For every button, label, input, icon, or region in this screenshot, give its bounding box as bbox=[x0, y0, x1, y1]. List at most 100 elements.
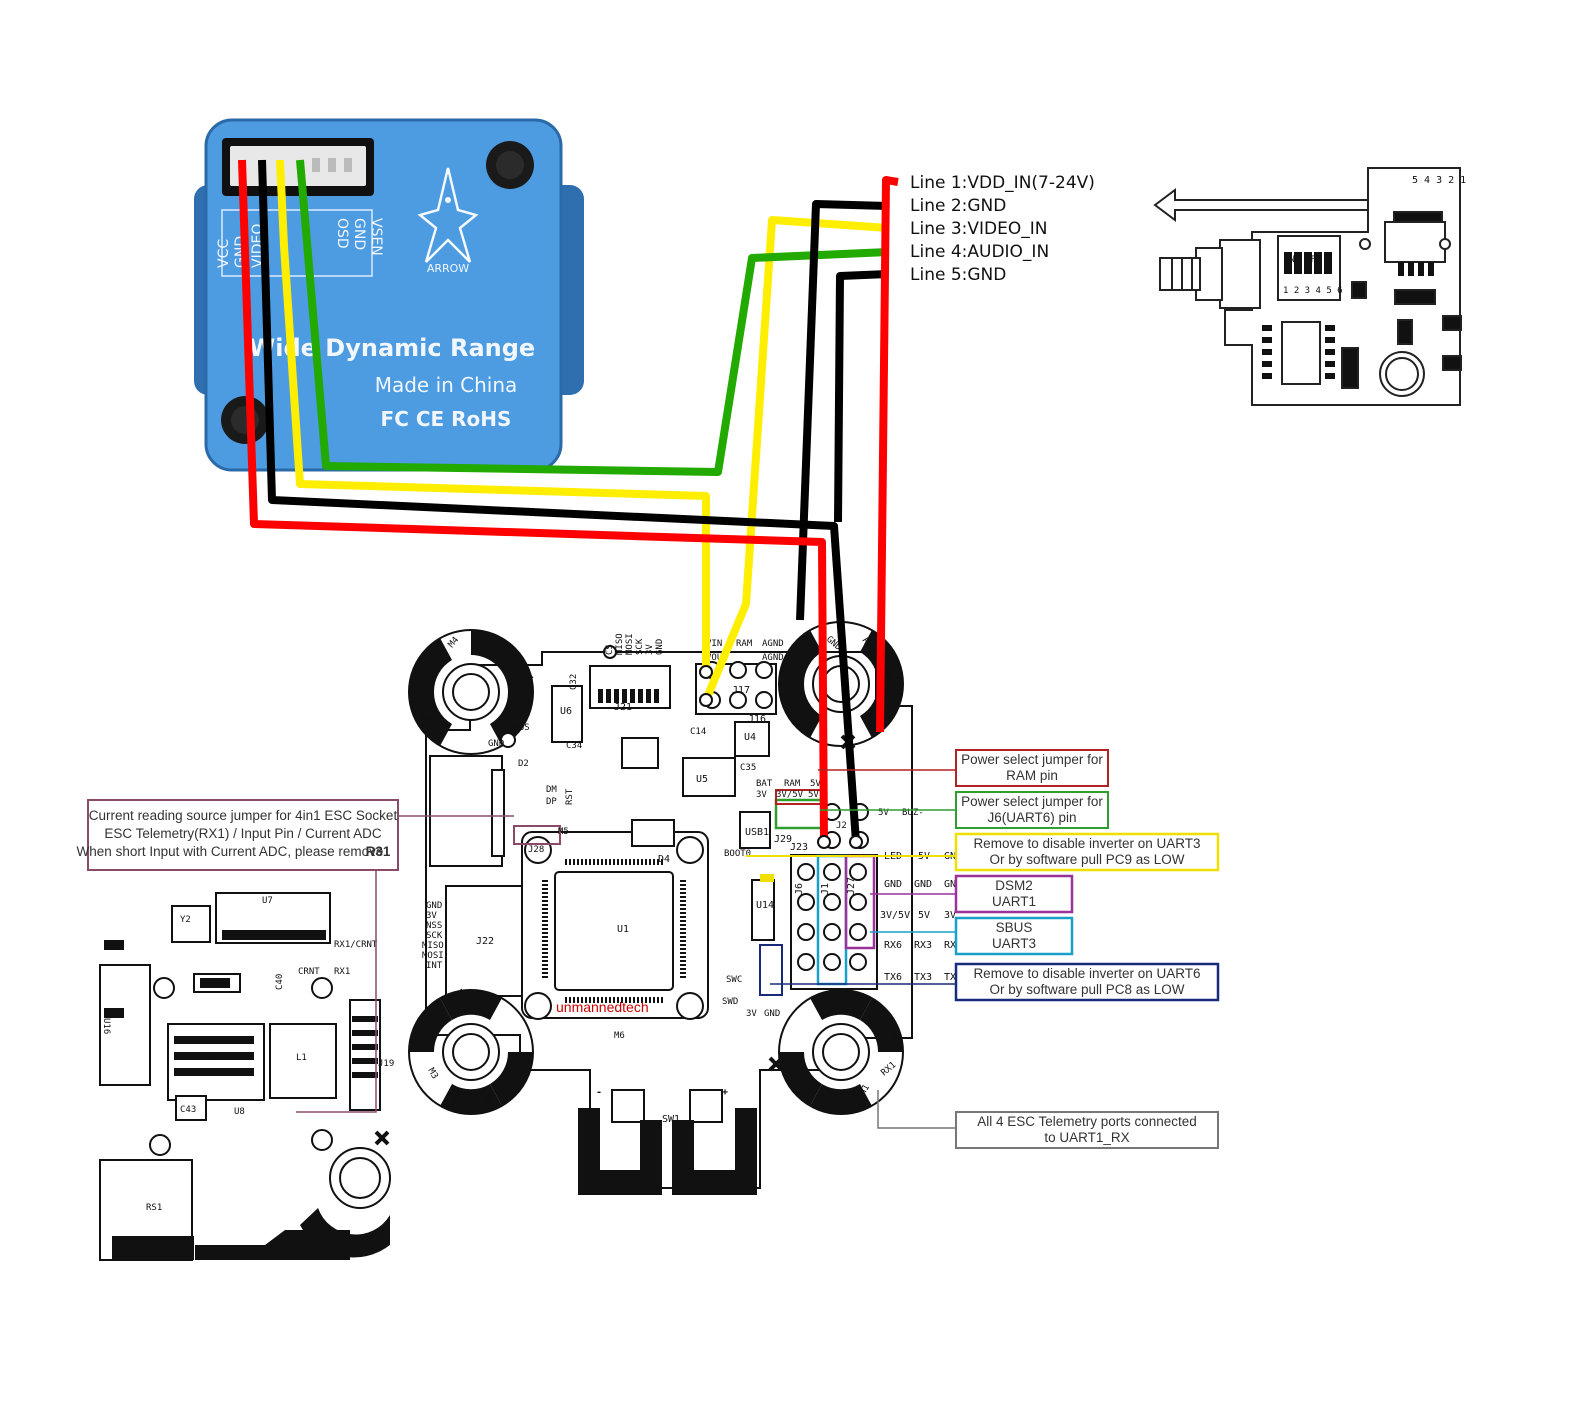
dip-numbers: 1 2 3 4 5 6 bbox=[1283, 286, 1343, 296]
label-3v-sw: 3V bbox=[746, 1009, 757, 1019]
mcu-u1 bbox=[554, 871, 674, 991]
usb-connector bbox=[429, 755, 503, 867]
note-sbus-line2: UART3 bbox=[992, 936, 1036, 951]
label-d2: D2 bbox=[518, 759, 529, 769]
label-m3: M3 bbox=[425, 1067, 439, 1081]
wire-label-1: Line 1:VDD_IN(7-24V) bbox=[910, 173, 1095, 193]
label-j17: J17 bbox=[732, 685, 750, 696]
note-esc-line2: to UART1_RX bbox=[1044, 1130, 1129, 1145]
label-side-sck: SCK bbox=[426, 931, 443, 941]
note-uart3-line1: Remove to disable inverter on UART3 bbox=[973, 836, 1200, 851]
label-gnd-r2b: GND bbox=[914, 879, 932, 890]
note-uart3-inverter: Remove to disable inverter on UART3 Or b… bbox=[954, 832, 1220, 872]
label-tx3: TX3 bbox=[914, 972, 932, 983]
label-gnd-r2c: GND bbox=[944, 879, 962, 890]
note-j6-line1: Power select jumper for bbox=[961, 794, 1103, 809]
label-m1-rx1: RX1 bbox=[880, 1060, 899, 1078]
inset-label-u16: U16 bbox=[101, 1018, 111, 1034]
label-u14: U14 bbox=[756, 900, 774, 911]
dip-on-label: ON bbox=[1284, 255, 1295, 265]
label-5v-p: 5V bbox=[810, 779, 821, 789]
label-vout: VOUT bbox=[706, 653, 728, 663]
pin-label-vcc: VCC bbox=[216, 239, 232, 268]
label-tx6: TX6 bbox=[884, 972, 902, 983]
audio-board-pin-rows bbox=[1262, 252, 1434, 379]
label-u1: U1 bbox=[617, 924, 629, 935]
label-m1: M1 bbox=[858, 1083, 872, 1097]
battery-plus: + bbox=[722, 1087, 728, 1098]
label-miso: MISO bbox=[615, 633, 625, 655]
label-u5: U5 bbox=[696, 774, 708, 785]
watermark: unmannedtech bbox=[556, 999, 649, 1015]
callout-lines bbox=[296, 769, 956, 1129]
label-side-int: INT bbox=[426, 961, 443, 971]
label-rst: RST bbox=[565, 788, 575, 805]
dip-off-label: OFF bbox=[1305, 255, 1321, 265]
label-buz: BUZ- bbox=[902, 808, 924, 818]
label-ram-p: RAM bbox=[784, 779, 801, 789]
label-side-gnd: GND bbox=[426, 901, 442, 911]
label-3v-r3: 3V bbox=[944, 910, 956, 921]
label-5v-r3: 5V bbox=[918, 910, 930, 921]
inset-label-d8: D8 bbox=[220, 981, 231, 991]
label-j2: J2 bbox=[836, 821, 847, 831]
label-ram: RAM bbox=[736, 639, 753, 649]
label-cs: CS bbox=[605, 644, 615, 655]
rca-jack-icon bbox=[1159, 257, 1201, 291]
inset-label-rs1: RS1 bbox=[146, 1203, 162, 1213]
label-rx3: RX3 bbox=[914, 940, 932, 951]
inset-label-l1: L1 bbox=[296, 1053, 307, 1063]
inset-label-rx1crnt: RX1/CRNT bbox=[334, 940, 378, 950]
arrow-left-icon bbox=[1153, 188, 1369, 222]
label-sw1: USB1 bbox=[745, 827, 769, 838]
inset-label-u8: U8 bbox=[234, 1107, 245, 1117]
note-esc-telemetry: All 4 ESC Telemetry ports connected to U… bbox=[955, 1111, 1219, 1149]
label-j16: J16 bbox=[748, 714, 766, 725]
label-3v5v-p: 3V/5V bbox=[776, 790, 804, 800]
note-current-line1: Current reading source jumper for 4in1 E… bbox=[89, 808, 398, 823]
label-j23: J23 bbox=[790, 842, 808, 853]
label-5v-p2: 5V bbox=[808, 790, 819, 800]
label-d4: SW1 bbox=[662, 1114, 680, 1125]
inset-label-j19: J19 bbox=[378, 1059, 394, 1069]
camera-brand: ARROW bbox=[427, 262, 469, 275]
label-side-miso: MISO bbox=[422, 941, 444, 951]
switch-numbers: 5 4 3 2 1 bbox=[1412, 175, 1466, 186]
note-uart6-line1: Remove to disable inverter on UART6 bbox=[973, 966, 1200, 981]
label-rx6: RX6 bbox=[884, 940, 902, 951]
arrow-logo-icon bbox=[417, 167, 479, 263]
j28-outline bbox=[513, 825, 561, 845]
note-esc-line1: All 4 ESC Telemetry ports connected bbox=[977, 1114, 1197, 1129]
label-m5: M5 bbox=[558, 827, 569, 837]
note-j6-power: Power select jumper for J6(UART6) pin bbox=[955, 791, 1109, 829]
label-vin: VIN bbox=[706, 639, 722, 649]
label-j6: J6 bbox=[794, 883, 805, 895]
label-sck: SCK bbox=[635, 638, 645, 655]
through-hole-pads bbox=[500, 645, 869, 971]
wire-audio bbox=[296, 159, 889, 476]
label-side-nss: NSS bbox=[426, 921, 442, 931]
label-j22: D4 bbox=[658, 854, 670, 865]
label-gnd-r2a: GND bbox=[884, 879, 902, 890]
label-bat: BAT bbox=[756, 779, 773, 789]
motor-pad-m1 bbox=[778, 989, 904, 1115]
label-side-mosi: MOSI bbox=[422, 951, 444, 961]
inset-label-rx1: RX1 bbox=[334, 967, 350, 977]
camera-certs: FC CE RoHS bbox=[381, 407, 512, 431]
label-c14: C14 bbox=[690, 727, 706, 737]
note-current-r31: R31 bbox=[366, 844, 391, 859]
label-vbus: VBUS bbox=[508, 723, 530, 733]
label-rx1: RX1 bbox=[944, 940, 962, 951]
inset-pcb-labels: U7 RX1/CRNT CRNT RX1 D8 U16 U2 L1 C40 C4… bbox=[101, 896, 394, 1213]
battery-pads bbox=[578, 1108, 757, 1195]
label-agnd: AGND bbox=[762, 639, 784, 649]
label-c35: C35 bbox=[740, 763, 756, 773]
wire-gnd-line2 bbox=[796, 200, 889, 621]
label-j4: J21 bbox=[614, 702, 632, 713]
note-current-line3: When short Input with Current ADC, pleas… bbox=[77, 844, 384, 859]
label-j27: J27 bbox=[846, 877, 857, 895]
wire-video bbox=[276, 159, 889, 702]
pin-label-vsen: VSEN bbox=[368, 218, 384, 256]
label-j29: J29 bbox=[774, 834, 792, 845]
wire-label-2: Line 2:GND bbox=[910, 196, 1006, 216]
